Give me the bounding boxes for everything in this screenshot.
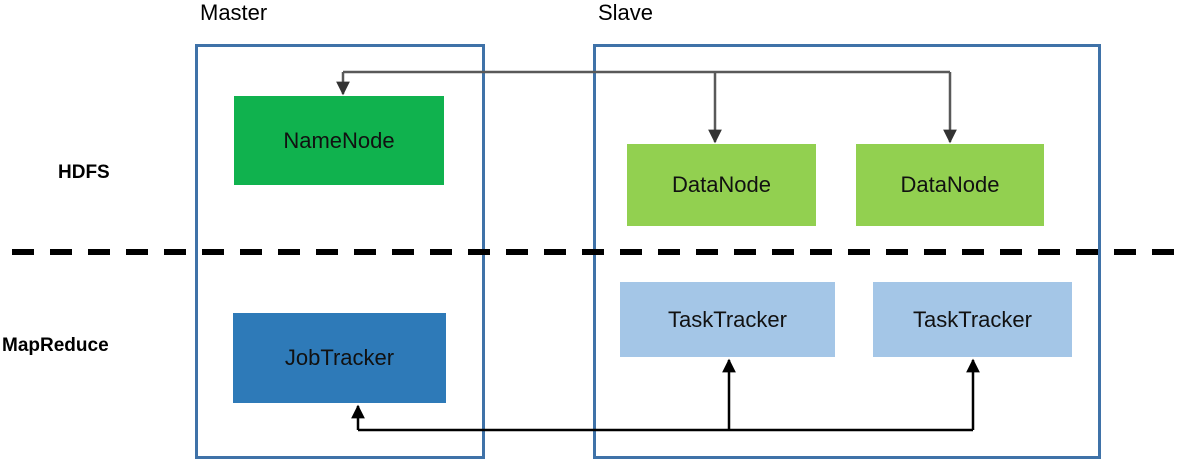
- node-label-namenode: NameNode: [283, 127, 395, 153]
- node-label-jobtracker: JobTracker: [284, 345, 395, 370]
- node-datanode-1[interactable]: DataNode: [627, 144, 816, 226]
- layer-label-mapreduce: MapReduce: [2, 335, 109, 356]
- node-datanode-2[interactable]: DataNode: [856, 144, 1044, 226]
- node-label-datanode-2: DataNode: [900, 172, 1000, 197]
- layer-label-hdfs: HDFS: [58, 162, 110, 183]
- node-tasktracker-1[interactable]: TaskTracker: [620, 282, 835, 357]
- slave-container: [593, 44, 1101, 459]
- zone-label-master: Master: [200, 0, 268, 25]
- node-label-tasktracker-1: TaskTracker: [668, 306, 787, 332]
- zone-label-slave: Slave: [598, 0, 654, 25]
- node-tasktracker-2[interactable]: TaskTracker: [873, 282, 1072, 357]
- node-jobtracker[interactable]: JobTracker: [233, 313, 446, 403]
- node-label-tasktracker-2: TaskTracker: [913, 306, 1032, 332]
- node-namenode[interactable]: NameNode: [234, 96, 444, 185]
- node-label-datanode-1: DataNode: [671, 172, 772, 197]
